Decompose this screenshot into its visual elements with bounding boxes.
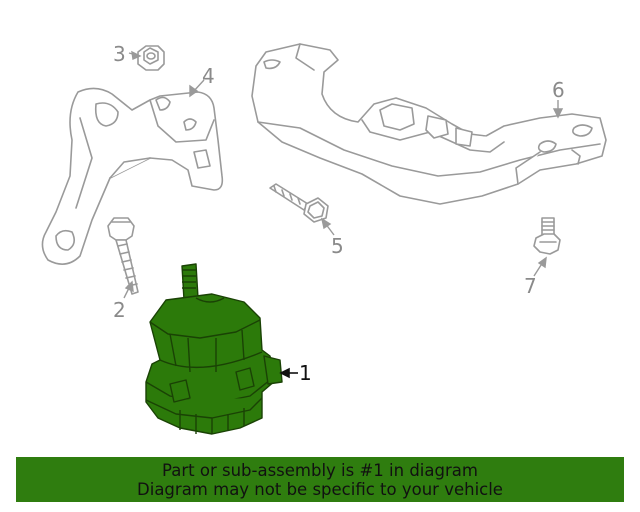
nut-part[interactable] <box>137 45 165 71</box>
parts-diagram <box>41 43 607 435</box>
bolt-2-part[interactable] <box>107 217 139 295</box>
callout-6[interactable]: 6 <box>552 78 565 102</box>
engine-mount-part[interactable] <box>145 263 283 435</box>
engine-bracket-part[interactable] <box>41 87 224 265</box>
callout-1[interactable]: 1 <box>299 361 312 385</box>
banner-line-disclaimer: Diagram may not be specific to your vehi… <box>137 480 503 499</box>
bolt-7-part[interactable] <box>533 217 561 255</box>
callout-3[interactable]: 3 <box>113 42 126 66</box>
callout-4[interactable]: 4 <box>202 64 215 88</box>
callout-5[interactable]: 5 <box>331 234 344 258</box>
info-banner: Part or sub-assembly is #1 in diagram Di… <box>16 457 624 502</box>
banner-line-part-number: Part or sub-assembly is #1 in diagram <box>162 461 478 480</box>
crossmember-part[interactable] <box>251 43 607 205</box>
callout-2[interactable]: 2 <box>113 298 126 322</box>
bolt-5-part[interactable] <box>269 183 329 223</box>
callout-7[interactable]: 7 <box>524 274 537 298</box>
